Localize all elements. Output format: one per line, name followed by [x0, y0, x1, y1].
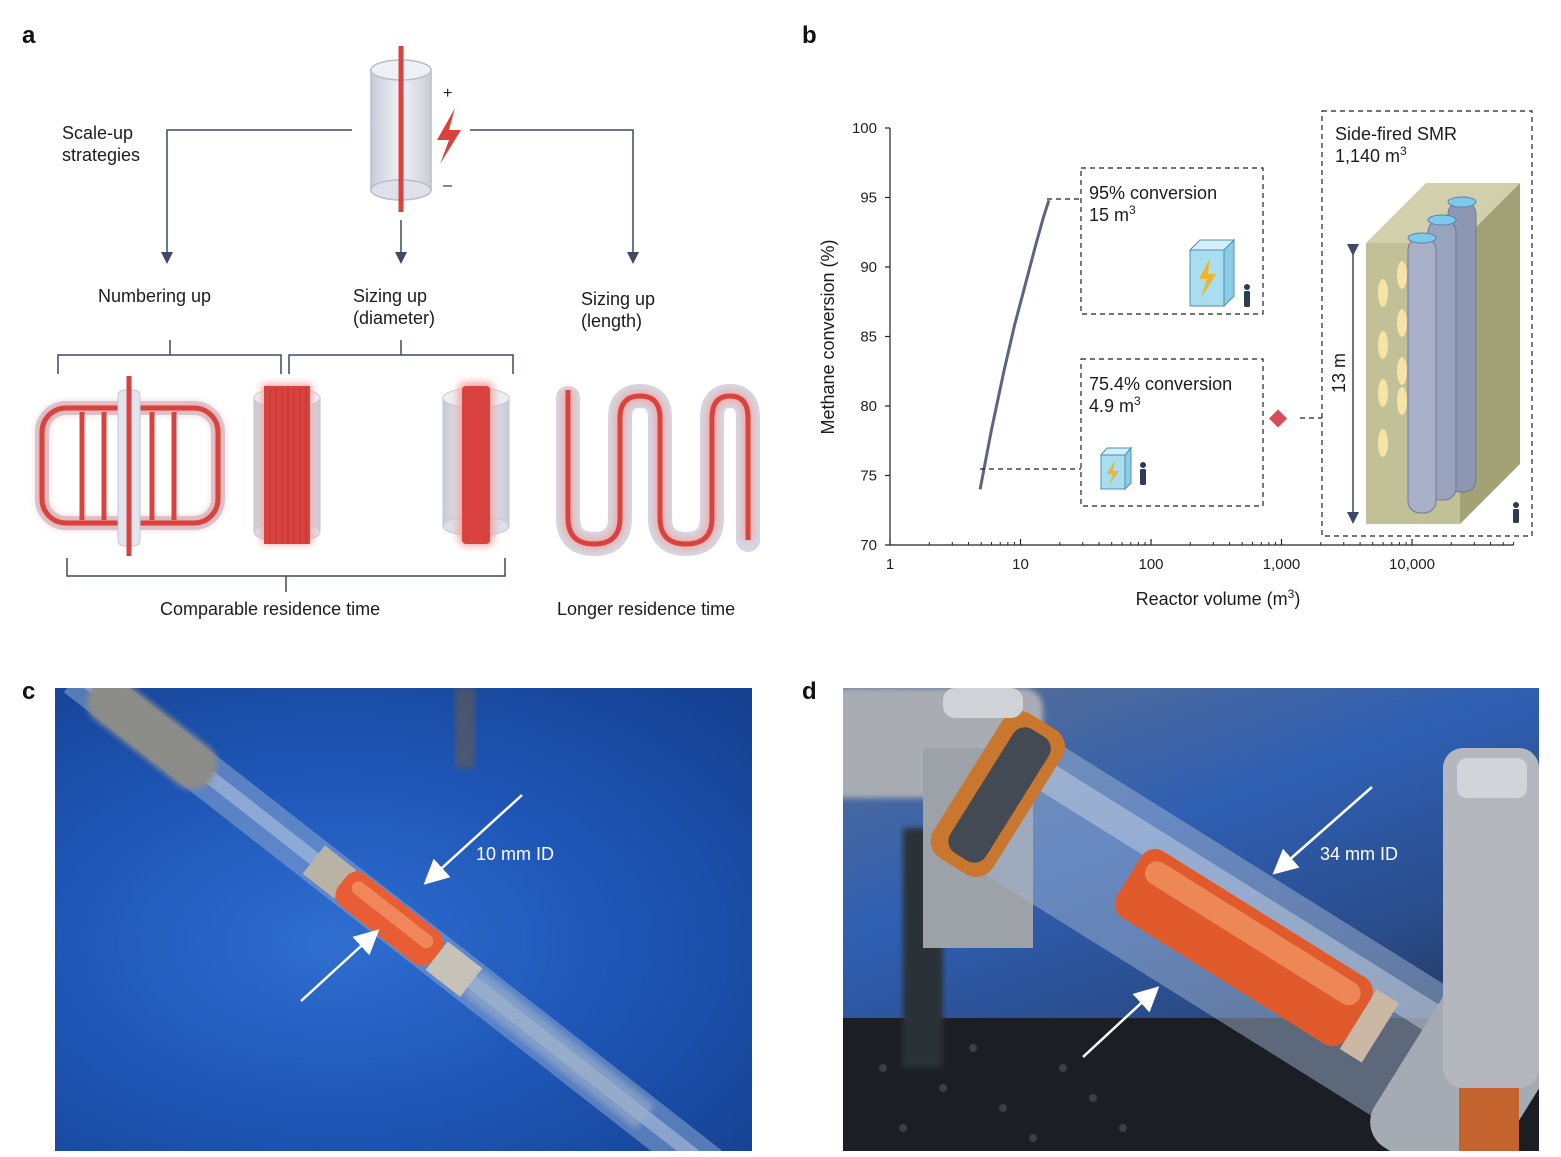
box-95-sup: 3	[1129, 203, 1136, 217]
grouping-brackets	[57, 340, 514, 592]
numbering-up-label: Numbering up	[98, 286, 211, 306]
y-tick-label: 75	[860, 468, 877, 485]
sizing-length-label-1: Sizing up	[581, 289, 655, 309]
box-75-volume: 4.9 m	[1089, 396, 1134, 416]
smr-volume: 1,140 m	[1335, 146, 1400, 166]
x-tick-label: 10	[1012, 556, 1029, 573]
panel-letter-a: a	[22, 22, 36, 49]
longer-residence-label: Longer residence time	[557, 599, 735, 619]
strategy-connectors	[161, 129, 639, 264]
smr-line2: 1,140 m3	[1335, 144, 1407, 166]
scale-up-label-2: strategies	[62, 145, 140, 165]
y-axis-label: Methane conversion (%)	[818, 239, 838, 434]
photo-c-drawing	[63, 688, 738, 1151]
x-tick-label: 10,000	[1389, 556, 1435, 573]
tube-bundle-reactor	[253, 384, 321, 544]
conversion-curve	[978, 199, 1051, 490]
x-tick-label: 1,000	[1263, 556, 1301, 573]
smr-furnace-illustration	[1347, 183, 1520, 524]
box-95-line2: 15 m3	[1089, 203, 1136, 225]
sizing-diameter-label-2: (diameter)	[353, 308, 435, 328]
panel-letter-d: d	[802, 678, 817, 705]
y-tick-label: 70	[860, 537, 877, 554]
x-tick-label: 1	[886, 556, 894, 573]
person-icon	[1244, 284, 1250, 307]
large-diameter-reactor	[442, 382, 510, 546]
height-label: 13 m	[1329, 353, 1349, 393]
photo-d-label: 34 mm ID	[1320, 844, 1399, 864]
photo-34mm-reactor: 34 mm ID	[843, 688, 1539, 1151]
sizing-diameter-label-1: Sizing up	[353, 286, 427, 306]
smr-diamond-point	[1268, 409, 1287, 428]
panel-b-chart: 70 75 80 85 90 95 100 1 10 100 1,000 10,000 Methane…	[818, 110, 1533, 609]
x-axis-label-end: )	[1294, 589, 1300, 609]
y-tick-label: 100	[852, 120, 877, 137]
smr-sup: 3	[1400, 144, 1407, 158]
smr-reformer-tubes	[1407, 196, 1477, 514]
panel-letter-b: b	[802, 22, 817, 49]
x-axis-label-sup: 3	[1288, 587, 1295, 601]
chart-ticks: 70 75 80 85 90 95 100 1 10 100 1,000 10,000	[852, 120, 1515, 573]
x-axis-label-text: Reactor volume (m	[1136, 589, 1288, 609]
x-axis-label: Reactor volume (m3)	[1136, 587, 1301, 609]
sizing-length-label-2: (length)	[581, 311, 642, 331]
box-75-sup: 3	[1134, 394, 1141, 408]
scale-up-label-1: Scale-up	[62, 123, 133, 143]
comparable-residence-label: Comparable residence time	[160, 599, 380, 619]
smr-callout-box: Side-fired SMR 1,140 m3 13 m	[1321, 110, 1533, 537]
photo-c-label: 10 mm ID	[476, 844, 555, 864]
y-tick-label: 85	[860, 329, 877, 346]
numbering-up-reactor	[35, 376, 225, 556]
callout-box-95: 95% conversion 15 m3	[1080, 167, 1264, 315]
long-serpentine-reactor	[556, 383, 760, 557]
panel-letter-c: c	[22, 678, 36, 705]
minus-sign: –	[443, 177, 452, 194]
person-icon-small	[1140, 462, 1146, 485]
photo-d-drawing	[843, 688, 1539, 1151]
electric-reactor-cube-icon	[1188, 238, 1236, 308]
y-tick-label: 90	[860, 259, 877, 276]
x-tick-label: 100	[1138, 556, 1163, 573]
main-reactor-cylinder	[370, 46, 432, 212]
panel-a-diagram: + – Scale-up strategies Numbering up Siz…	[35, 46, 760, 619]
photo-10mm-reactor: 10 mm ID	[55, 688, 752, 1151]
plus-sign: +	[443, 85, 452, 102]
box-75-line2: 4.9 m3	[1089, 394, 1141, 416]
callout-leaders	[980, 198, 1322, 470]
lightning-icon	[437, 108, 461, 164]
y-tick-label: 80	[860, 398, 877, 415]
box-75-line1: 75.4% conversion	[1089, 374, 1232, 394]
box-95-line1: 95% conversion	[1089, 183, 1217, 203]
person-icon-smr	[1513, 502, 1519, 523]
callout-box-75: 75.4% conversion 4.9 m3	[1080, 358, 1264, 507]
smr-line1: Side-fired SMR	[1335, 124, 1457, 144]
box-95-volume: 15 m	[1089, 205, 1129, 225]
small-electric-reactor-cube-icon	[1099, 446, 1133, 491]
y-tick-label: 95	[860, 190, 877, 207]
